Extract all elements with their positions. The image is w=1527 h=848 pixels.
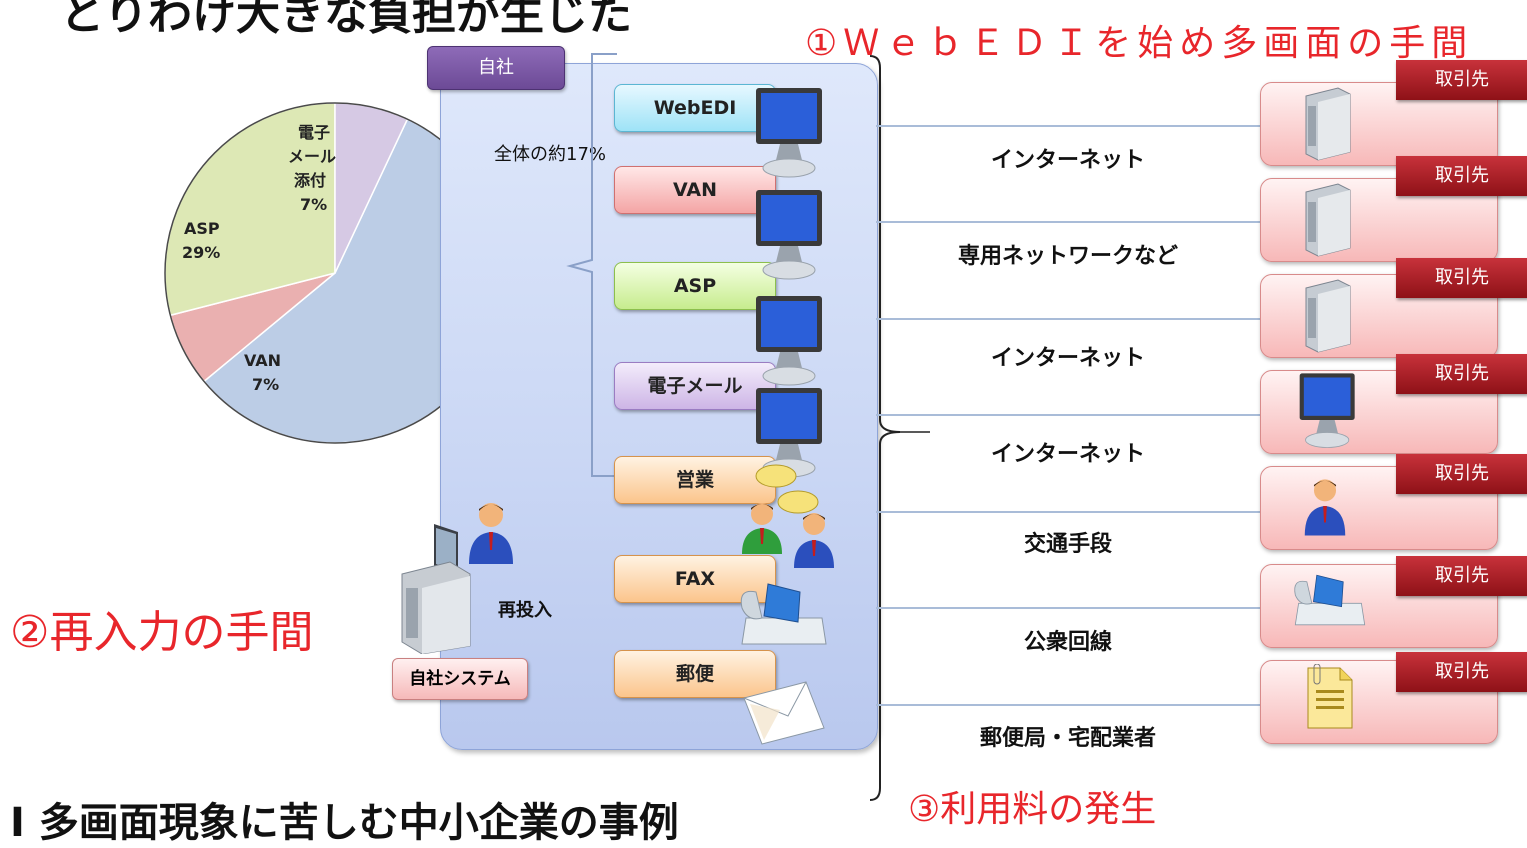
monitor-icon (756, 88, 822, 178)
company-tab: 自社 (427, 46, 565, 90)
annotation-multi-screen: ①ＷｅｂＥＤＩを始め多画面の手間 (805, 23, 1474, 64)
monitor-icon (756, 296, 822, 386)
route-label: インターネット (990, 148, 1145, 173)
connection-line (876, 511, 1266, 513)
person-icon (1304, 479, 1346, 536)
person-icon (742, 503, 782, 554)
annotation-usage-fee: ③利用料の発生 (908, 789, 1157, 830)
annotation-reentry: ②再入力の手間 (10, 607, 314, 658)
server-icon (1305, 183, 1351, 257)
connection-line (876, 318, 1266, 320)
monitor-icon (756, 388, 822, 478)
server-icon (1305, 279, 1351, 353)
partner-tag: 取引先 (1396, 652, 1527, 692)
own-system-label: 自社システム (392, 658, 528, 700)
route-label: 郵便局・宅配業者 (979, 726, 1156, 751)
person-icon (469, 503, 513, 564)
share-note: 全体の約17% (494, 144, 607, 165)
route-label: 交通手段 (1023, 532, 1112, 557)
method-van: VAN (614, 166, 776, 214)
section-title: Ⅰ 多画面現象に苦しむ中小企業の事例 (10, 800, 679, 846)
page-title: とりわけ大きな負担が生じた (60, 0, 632, 40)
monitor-icon (756, 190, 822, 280)
left-bracket (566, 53, 617, 477)
method-sales: 営業 (614, 456, 776, 504)
method-mail: 郵便 (614, 650, 776, 698)
server-icon (1305, 87, 1351, 161)
partner-tag: 取引先 (1396, 556, 1527, 596)
person-icon (794, 513, 834, 568)
method-email: 電子メール (614, 362, 776, 410)
partner-tag: 取引先 (1396, 454, 1527, 494)
partner-tag: 取引先 (1396, 258, 1527, 298)
partner-tag: 取引先 (1396, 354, 1527, 394)
connection-line (876, 221, 1266, 223)
monitor-icon (1299, 373, 1355, 448)
speech-bubble-icon (755, 464, 819, 514)
partner-tag: 取引先 (1396, 156, 1527, 196)
fax-icon (740, 583, 827, 645)
route-label: 専用ネットワークなど (957, 244, 1178, 269)
route-label: 公衆回線 (1023, 630, 1112, 655)
method-webedi: WebEDI (614, 84, 776, 132)
reentry-label: 再投入 (498, 600, 552, 621)
connection-line (876, 704, 1266, 706)
partner-tag: 取引先 (1396, 60, 1527, 100)
connection-line (876, 607, 1266, 609)
fax-icon (1294, 574, 1366, 626)
right-bracket (869, 55, 930, 801)
connection-line (876, 414, 1266, 416)
route-label: インターネット (990, 442, 1145, 467)
document-icon (1307, 664, 1353, 729)
envelope-icon (743, 681, 825, 745)
connection-line (876, 125, 1266, 127)
workstation-icon (401, 524, 471, 654)
route-label: インターネット (990, 346, 1145, 371)
method-asp: ASP (614, 262, 776, 310)
